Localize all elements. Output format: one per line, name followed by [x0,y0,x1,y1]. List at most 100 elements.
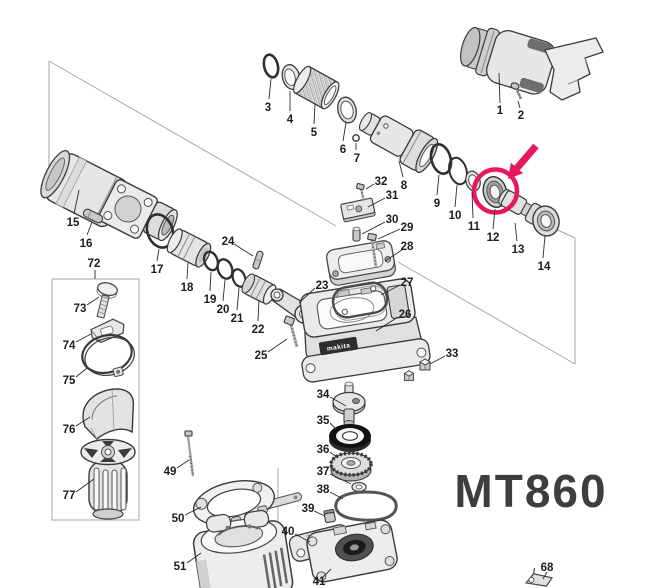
part-39-clip [323,508,336,524]
leader-line [367,197,386,208]
part-number-label: 75 [63,375,76,387]
part-49-long-bolt [184,430,195,477]
part-number-label: 50 [172,513,185,525]
leader-line [156,248,160,262]
part-number-label: 6 [340,144,346,156]
leader-line [73,189,80,215]
leader-line [176,459,190,469]
part-6-ring [337,96,357,124]
part-number-label: 10 [449,210,462,222]
model-number: MT860 [454,465,607,517]
leader-line [377,228,401,240]
part-8-tool-holder [358,112,439,174]
part-34-crank-shaft [332,381,366,426]
part-number-label: 68 [541,562,554,574]
part-40-bearing-box [288,519,398,583]
leader-line [222,279,226,302]
part-18-piston-cylinder [166,228,212,268]
part-30-cylinder-pin [352,226,361,242]
part-number-label: 7 [354,153,360,165]
part-7-ball [352,134,360,142]
part-number-label: 32 [375,176,388,188]
part-number-label: 9 [434,198,440,210]
part-5-knurled-sleeve [293,65,340,110]
leader-line [186,262,189,280]
part-number-label: 24 [222,236,235,248]
part-number-label: 35 [317,415,330,427]
leader-line [361,221,386,235]
part-number-label: 13 [512,244,525,256]
part-number-label: 16 [80,238,93,250]
part-number-label: 33 [446,348,459,360]
leader-line [75,333,92,343]
leader-line [322,568,332,578]
part-number-label: 15 [67,217,80,229]
part-number-label: 23 [316,280,329,292]
part-1-motor-housing [460,26,604,101]
part-number-label: 8 [401,180,408,192]
leader-line [380,284,401,296]
part-14-flanged-ring [532,205,560,237]
leader-line [542,571,548,580]
part-number-label: 20 [217,304,230,316]
part-number-label: 34 [317,389,330,401]
brand-logo-text: makita [326,342,350,353]
leader-line [436,174,440,196]
part-25-bolt [283,315,299,348]
leader-line [268,78,272,100]
part-number-label: 11 [468,221,481,233]
leader-line [329,396,347,407]
part-number-label: 12 [487,232,500,244]
leader-line [542,235,546,259]
leader-line [375,316,399,332]
part-number-label: 4 [287,114,294,126]
part-number-label: 49 [164,466,177,478]
leader-line [75,416,91,427]
part-75-band-ring [81,333,135,377]
leader-lines-layer [73,72,548,580]
part-73-bolt [96,282,118,319]
part-20-o-ring [216,258,234,280]
leader-line [514,222,518,242]
part-4-ring [281,64,301,90]
part-33-nuts [403,358,431,382]
part-16-pin [82,208,104,224]
leader-line [329,451,339,459]
part-number-label: 51 [174,561,187,573]
part-38-gasket-ring [334,490,398,522]
part-number-label: 72 [88,258,101,270]
leader-line [267,338,288,353]
part-15-barrel [40,150,178,242]
leader-line [517,100,521,109]
part-32-screw [356,182,366,202]
leader-line [342,122,347,142]
part-77-grip [80,438,136,520]
part-number-label: 22 [252,324,265,336]
part-number-label: 29 [401,222,414,234]
part-number-label: 38 [317,484,330,496]
part-28-crank-cap-plate [325,240,396,286]
part-51-stator [192,509,294,588]
part-number-label: 17 [151,264,164,276]
part-27-gasket [331,281,389,321]
part-number-label: 14 [538,261,551,273]
leader-line [294,533,311,543]
part-26-crank-housing: makita [299,278,431,383]
leader-line [86,221,93,236]
part-31-cap-plate [340,197,376,223]
part-number-label: 74 [63,340,76,352]
part-number-label: 28 [401,241,414,253]
part-number-label: 18 [181,282,194,294]
part-number-label: 36 [317,444,330,456]
leader-line [429,355,446,365]
leader-line [471,191,474,219]
leader-line [329,422,337,430]
part-number-label: 1 [497,105,504,117]
part-68-lever [525,568,553,587]
part-number-label: 30 [386,214,399,226]
leader-line [384,249,403,262]
part-number-label: 26 [399,309,412,321]
part-number-label: 77 [63,490,76,502]
